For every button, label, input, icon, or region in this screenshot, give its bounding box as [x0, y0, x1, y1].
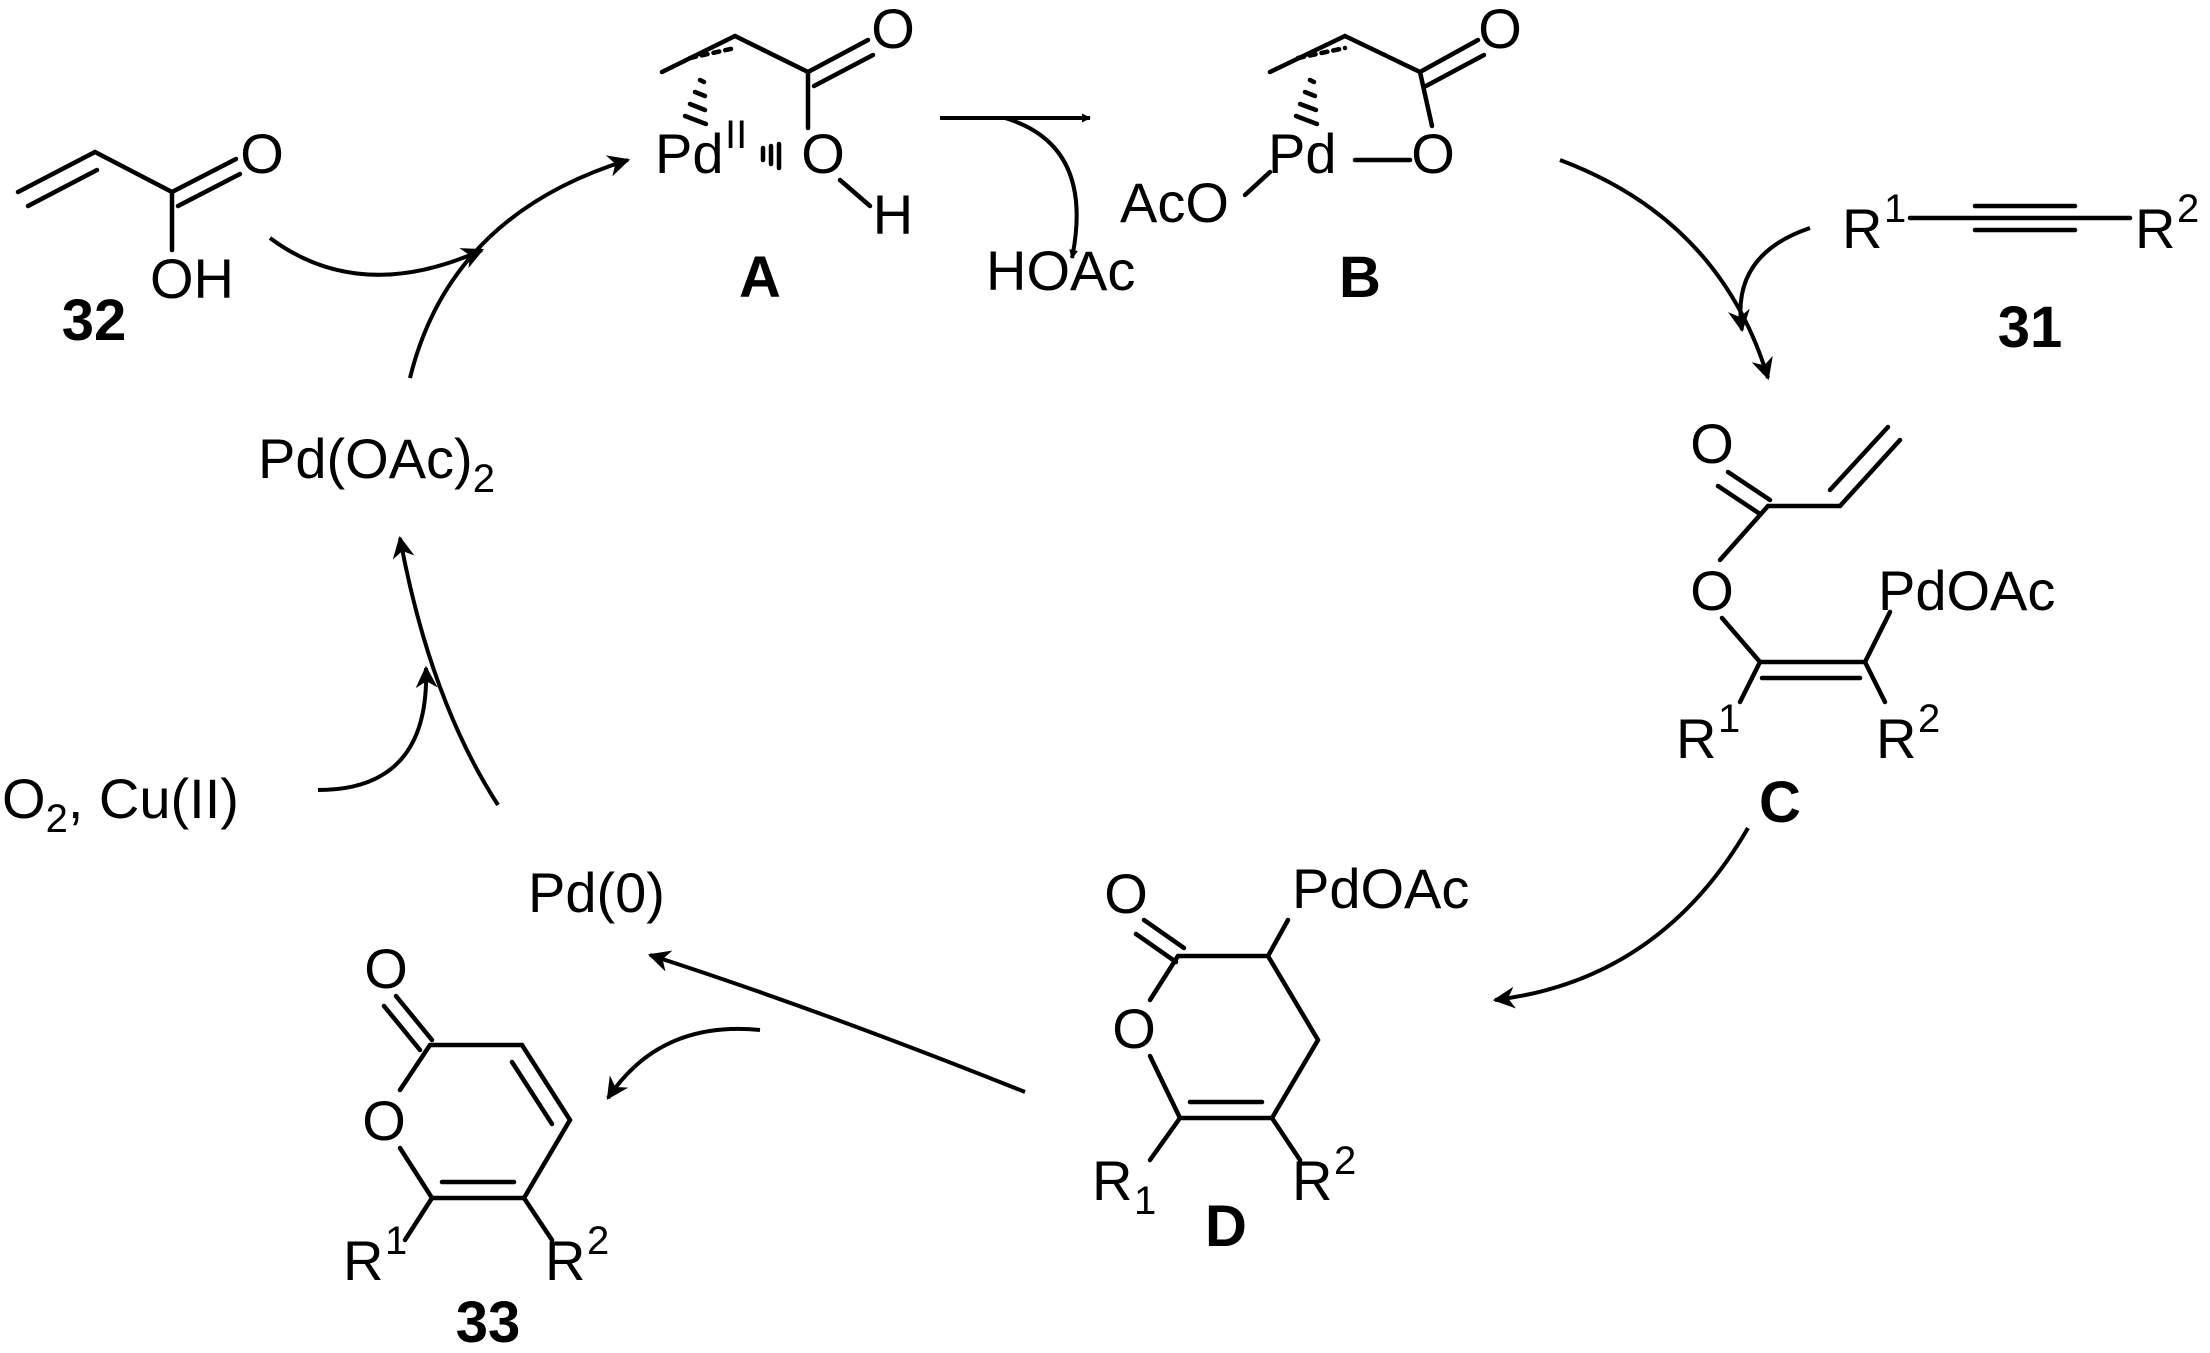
product-33-pyranone: O O R 1 R 2 33 — [343, 937, 609, 1353]
c-r2-superscript: 2 — [1918, 697, 1940, 741]
d-label: D — [1205, 1194, 1247, 1259]
hoac-byproduct: HOAc — [986, 239, 1135, 302]
c33-label: 33 — [456, 1290, 521, 1353]
reoxidation-arrow — [317, 535, 500, 807]
c31-r2-superscript: 2 — [2177, 187, 2199, 231]
b-hashed-bond — [1293, 77, 1320, 127]
c33-carbonyl-oxygen: O — [364, 937, 408, 1000]
pd-acetate-label: Pd(OAc)2 — [258, 427, 495, 501]
a-carbonyl-oxygen: O — [871, 0, 915, 60]
hoac-release-arrow: HOAc — [940, 113, 1135, 302]
d-carbonyl-oxygen: O — [1104, 862, 1148, 925]
a-oxidation-state: II — [725, 113, 747, 157]
oxidant-o-subscript: 2 — [46, 797, 68, 841]
a-label: A — [739, 245, 781, 310]
oxidant-rest: , Cu(II) — [68, 767, 239, 830]
d-r1-subscript: 1 — [1134, 1179, 1156, 1223]
arrow-pdoac2-to-a — [268, 155, 631, 379]
c31-label: 31 — [1998, 295, 2063, 360]
c33-r1: R — [343, 1229, 383, 1292]
a-ligand-oxygen: O — [801, 122, 845, 185]
b-carbonyl-oxygen: O — [1478, 0, 1522, 60]
intermediate-b: O Pd O AcO B — [1120, 0, 1522, 310]
c33-r1-superscript: 1 — [385, 1219, 407, 1263]
pd0-label: Pd(0) — [528, 861, 665, 924]
pd-acetate-main: Pd(OAc) — [258, 427, 473, 490]
c-r1-superscript: 1 — [1718, 697, 1740, 741]
b-palladium: Pd — [1268, 122, 1337, 185]
c-ester-oxygen: O — [1690, 559, 1734, 622]
b-ring-oxygen: O — [1411, 122, 1455, 185]
arrow-b-to-c — [1559, 158, 1811, 381]
d-r2-superscript: 2 — [1334, 1139, 1356, 1183]
b-label: B — [1339, 245, 1381, 310]
compound-32-acrylic-acid: O OH 32 — [15, 122, 284, 353]
a-hashed-bond — [682, 77, 709, 127]
d-pdoac: PdOAc — [1292, 857, 1469, 920]
c-carbonyl-oxygen: O — [1690, 412, 1734, 475]
pd-acetate-subscript: 2 — [473, 457, 495, 501]
c-pdoac: PdOAc — [1878, 559, 2055, 622]
b-acetoxy: AcO — [1120, 171, 1229, 234]
c-r2: R — [1876, 707, 1916, 770]
intermediate-c: O O PdOAc R 1 R 2 C — [1676, 412, 2055, 835]
c32-label: 32 — [62, 288, 127, 353]
arrow-d-to-product — [606, 950, 1026, 1100]
oxidant-o: O — [2, 767, 46, 830]
arrow-c-to-d — [1492, 826, 1750, 1009]
a-palladium: Pd — [655, 122, 724, 185]
c31-r2: R — [2135, 197, 2175, 260]
c-label: C — [1759, 770, 1801, 835]
c33-r2-superscript: 2 — [587, 1219, 609, 1263]
c-r1: R — [1676, 707, 1716, 770]
d-r1: R — [1092, 1149, 1132, 1212]
c32-hydroxyl: OH — [150, 247, 234, 310]
c32-carbonyl-oxygen: O — [240, 122, 284, 185]
intermediate-d: O PdOAc O R 1 R 2 D — [1092, 857, 1469, 1259]
a-hydrogen: H — [873, 183, 913, 246]
compound-31-alkyne: R 1 R 2 31 — [1842, 187, 2199, 360]
intermediate-a: O Pd II O H A — [655, 0, 915, 310]
d-ring-oxygen: O — [1112, 997, 1156, 1060]
oxidant-label: O2, Cu(II) — [2, 767, 239, 841]
d-r2: R — [1292, 1149, 1332, 1212]
c33-r2: R — [545, 1229, 585, 1292]
c33-ring-oxygen: O — [362, 1089, 406, 1152]
c31-r1-superscript: 1 — [1884, 187, 1906, 231]
c31-r1: R — [1842, 197, 1882, 260]
a-dative-hash — [760, 141, 782, 171]
